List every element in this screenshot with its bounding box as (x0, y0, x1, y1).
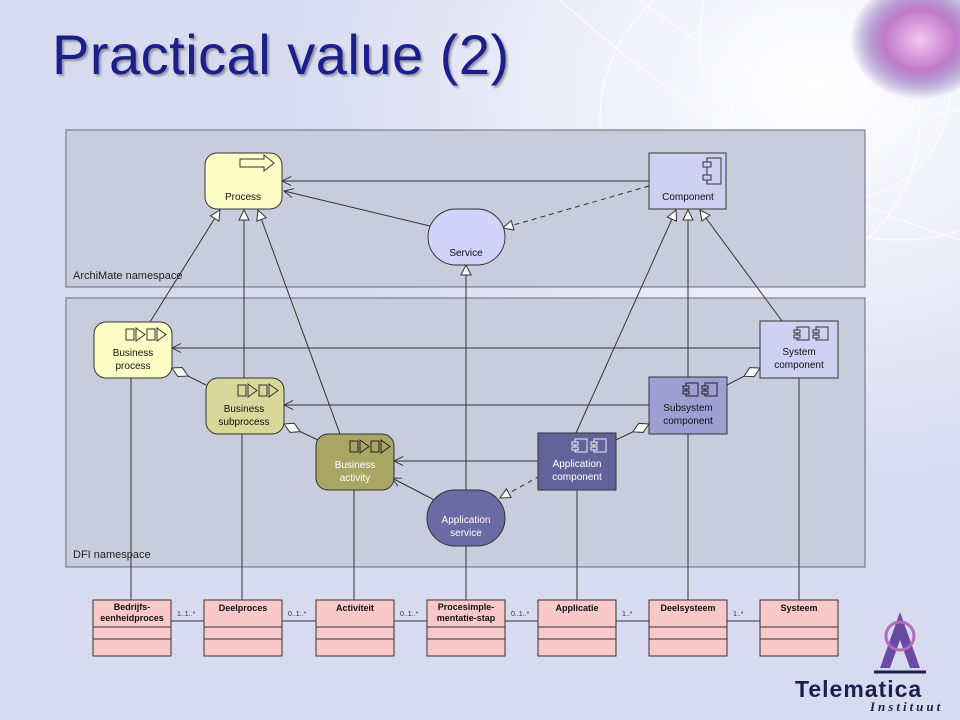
multiplicity-label: 1..* (733, 611, 744, 618)
application-component-label-1: Application (553, 459, 602, 470)
application-service-label-2: service (450, 528, 482, 539)
dfi-namespace-label: DFI namespace (73, 549, 151, 561)
class-box[interactable]: Bedrijfs-eenheidproces (92, 599, 172, 657)
process-label: Process (225, 192, 261, 203)
class-name: Deelsysteem (660, 603, 715, 613)
class-box[interactable]: Deelproces (203, 599, 283, 657)
business-process-label-2: process (115, 361, 150, 372)
application-service-node[interactable]: Application service (426, 489, 506, 547)
business-subprocess-node[interactable]: Business subprocess (205, 377, 285, 435)
service-node[interactable]: Service (427, 208, 506, 266)
business-activity-label-1: Business (335, 460, 376, 471)
class-name: Activiteit (336, 603, 374, 613)
business-process-node[interactable]: Business process (93, 321, 173, 379)
diagram-edges (130, 181, 800, 622)
multiplicity-row: 1..1..* 0..1..* 0..1..* 0..1..* 1..* 1..* (177, 611, 744, 618)
multiplicity-label: 1..1..* (177, 611, 196, 618)
class-name: Deelproces (219, 603, 268, 613)
application-service-label-1: Application (442, 515, 491, 526)
logo-mark (874, 612, 926, 674)
application-component-node[interactable]: Application component (537, 432, 617, 491)
business-process-icon (125, 327, 167, 342)
system-component-label-1: System (782, 347, 815, 358)
system-component-label-2: component (774, 360, 824, 371)
logo-subtitle: Instituut (870, 699, 944, 714)
class-name: mentatie-stap (437, 613, 496, 623)
process-node[interactable]: Process (204, 152, 283, 210)
class-box[interactable]: Systeem (759, 599, 839, 657)
slide-title: Practical value (2) (52, 23, 510, 86)
class-name: Bedrijfs- (114, 602, 151, 612)
business-activity-label-2: activity (340, 473, 371, 484)
archimate-namespace-label: ArchiMate namespace (73, 270, 182, 282)
class-box[interactable]: Applicatie (537, 599, 617, 657)
class-box[interactable]: Procesimple-mentatie-stap (426, 599, 506, 657)
component-icon (702, 157, 722, 185)
application-component-label-2: component (552, 472, 602, 483)
process-icon (239, 153, 275, 173)
multiplicity-label: 0..1..* (400, 611, 419, 618)
business-process-label-1: Business (113, 348, 154, 359)
subsystem-component-label-1: Subsystem (663, 403, 712, 414)
component-label: Component (662, 192, 714, 203)
system-component-icon (793, 326, 829, 341)
subsystem-component-node[interactable]: Subsystem component (648, 376, 728, 435)
business-activity-node[interactable]: Business activity (315, 433, 395, 491)
service-label: Service (449, 248, 483, 259)
class-name: Applicatie (555, 603, 598, 613)
class-name: Procesimple- (438, 602, 495, 612)
business-activity-icon (349, 439, 391, 454)
decorative-flare (850, 0, 960, 100)
multiplicity-label: 0..1..* (288, 611, 307, 618)
application-component-icon (571, 438, 607, 453)
multiplicity-label: 0..1..* (511, 611, 530, 618)
system-component-node[interactable]: System component (759, 320, 839, 379)
class-name: eenheidproces (100, 613, 164, 623)
class-box[interactable]: Activiteit (315, 599, 395, 657)
component-node[interactable]: Component (648, 152, 727, 210)
business-subprocess-label-2: subprocess (218, 417, 269, 428)
class-name: Systeem (780, 603, 817, 613)
business-subprocess-icon (237, 383, 279, 398)
business-subprocess-label-1: Business (224, 404, 265, 415)
class-row: Bedrijfs-eenheidproces Deelproces Activite… (92, 599, 839, 657)
logo-name: Telematica (795, 676, 923, 702)
multiplicity-label: 1..* (622, 611, 633, 618)
subsystem-component-label-2: component (663, 416, 713, 427)
class-box[interactable]: Deelsysteem (648, 599, 728, 657)
subsystem-component-icon (682, 382, 718, 397)
